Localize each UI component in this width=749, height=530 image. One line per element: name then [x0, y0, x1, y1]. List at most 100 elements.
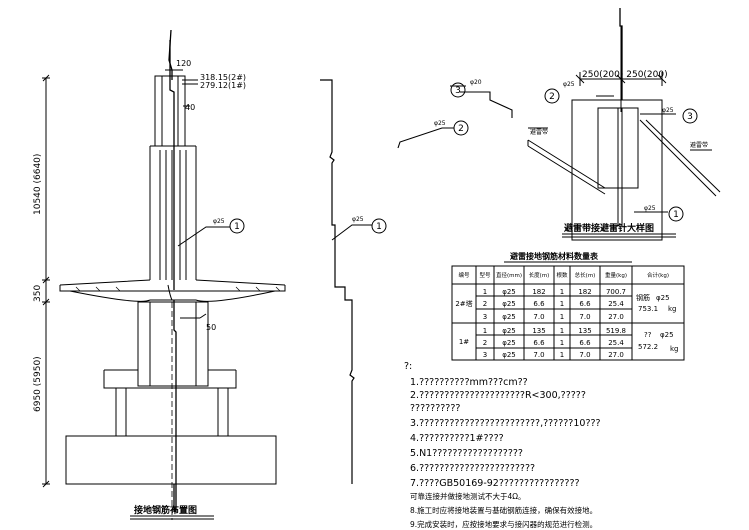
table-cell: φ25: [502, 313, 516, 321]
dim-350-label: 350: [33, 285, 43, 302]
table-cell: 7.0: [579, 313, 590, 321]
note-line: 1.??????????mm???cm??: [410, 377, 528, 388]
table-cell: 519.8: [606, 327, 626, 335]
detail-phi25-label-d: φ25: [644, 205, 656, 212]
tower-section-drawing: [42, 29, 286, 520]
notes-head: ?:: [404, 361, 412, 372]
table-cell: 1: [560, 351, 564, 359]
note-line: 6.???????????????????????: [410, 463, 535, 474]
left-view-title: 接地钢筋布置图: [134, 504, 197, 516]
table-cell: 1: [560, 300, 564, 308]
group-label-2: 2#塔: [455, 299, 472, 308]
note-line: 5.N1??????????????????: [410, 448, 523, 459]
table-cell: 2: [483, 300, 487, 308]
table-cell: 135: [578, 327, 591, 335]
table-header-dia: 直径(mm): [496, 271, 522, 279]
table-cell: φ25: [502, 351, 516, 359]
table-body: 2#塔 1 φ25 182 1 182 700.7 2 φ25 6.6 1 6.…: [455, 288, 678, 359]
dim-120-label: 120: [176, 59, 191, 68]
table-cell: φ25: [502, 300, 516, 308]
detail-phi25-label-b: φ25: [563, 81, 575, 88]
table-cell: 1: [560, 327, 564, 335]
callout-3a: 3: [455, 86, 461, 96]
detail-drawing: [397, 8, 721, 241]
table-cell: 3: [483, 313, 487, 321]
table-cell: 6.6: [533, 300, 545, 308]
callout-2a: 2: [458, 124, 464, 134]
table-cell: 25.4: [608, 300, 624, 308]
table-cell: 182: [532, 288, 545, 296]
dim-6950-label: 6950 (5950): [33, 356, 43, 412]
table-cell: 6.6: [579, 300, 591, 308]
callout-1-middle: 1: [376, 222, 382, 232]
table-cell: φ25: [502, 288, 516, 296]
note-line: ??????????: [410, 403, 460, 414]
table-cell: φ25: [502, 327, 516, 335]
material-table-grid: [451, 265, 685, 361]
table-header-total-len: 总长(m): [575, 271, 596, 279]
callout-1-detail: 1: [673, 210, 679, 220]
dim-10540-label: 10540 (6640): [33, 154, 43, 215]
table-cell: 135: [532, 327, 545, 335]
bar-size-label-left: φ25: [213, 218, 225, 225]
callout-3b: 3: [687, 112, 693, 122]
group-total-unit: kg: [668, 305, 677, 313]
table-cell: 1: [483, 288, 487, 296]
bar-size-label-middle: φ25: [352, 216, 364, 223]
detail-dim-top: 250(200) 250(200): [582, 70, 668, 80]
table-cell: 6.6: [579, 339, 591, 347]
note-line: 7.????GB50169-92????????????????: [410, 478, 580, 489]
group-total-bar: φ25: [660, 331, 674, 339]
table-cell: φ25: [502, 339, 516, 347]
dim-40-label: 40: [185, 103, 195, 112]
callout-2b: 2: [549, 92, 555, 102]
note-line: 8.施工时应将接地装置与基础钢筋连接，确保有效接地。: [410, 505, 597, 515]
detail-phi20-label: φ20: [470, 79, 482, 86]
detail-left-bar-label: 避雷带: [530, 128, 548, 136]
table-title: 避雷接地钢筋材料数量表: [510, 251, 599, 261]
group-total-value: 753.1: [638, 305, 658, 313]
bar-profile-drawing: [320, 79, 372, 484]
table-header-len: 长度(m): [529, 271, 550, 279]
callout-1-left: 1: [234, 222, 240, 232]
notes-block: ?: 1.??????????mm???cm?? 2.?????????????…: [404, 361, 601, 529]
table-cell: 7.0: [533, 351, 544, 359]
table-header-weight: 重量(kg): [605, 271, 627, 279]
table-cell: 6.6: [533, 339, 545, 347]
table-cell: 7.0: [533, 313, 544, 321]
table-header-no: 编号: [458, 271, 470, 279]
table-cell: 1: [483, 327, 487, 335]
table-cell: 27.0: [608, 313, 624, 321]
table-cell: 1: [560, 313, 564, 321]
table-header-sum: 合计(kg): [647, 271, 669, 279]
group-total-prefix: 钢筋: [636, 293, 650, 302]
note-line: 3.????????????????????????,??????10???: [410, 418, 601, 429]
table-headers: 编号 型号 直径(mm) 长度(m) 根数 总长(m) 重量(kg) 合计(kg…: [458, 271, 668, 279]
group-total-value: 572.2: [638, 343, 658, 351]
title-underlines: [130, 233, 676, 520]
table-header-type: 型号: [479, 271, 491, 279]
table-header-count: 根数: [556, 271, 568, 279]
dim-50-label: 50: [206, 323, 216, 332]
detail-phi25-label-a: φ25: [434, 120, 446, 127]
detail-phi25-label-c: φ25: [662, 107, 674, 114]
note-line: 9.完成安装时，应按接地要求与接闪器的规范进行检测。: [410, 519, 597, 529]
note-line: 2.?????????????????????R<300,?????: [410, 390, 586, 401]
detail-title: 避雷带接避雷针大样图: [564, 222, 654, 234]
table-cell: 7.0: [579, 351, 590, 359]
table-cell: 700.7: [606, 288, 626, 296]
detail-right-bar-label: 避雷带: [690, 141, 708, 149]
group-total-prefix: ??: [644, 331, 652, 339]
table-cell: 182: [578, 288, 591, 296]
table-cell: 3: [483, 351, 487, 359]
callout-circles: [229, 82, 698, 234]
group-label-1: 1#: [459, 338, 469, 346]
table-cell: 1: [560, 339, 564, 347]
group-total-bar: φ25: [656, 294, 670, 302]
group-total-unit: kg: [670, 345, 679, 353]
table-cell: 25.4: [608, 339, 624, 347]
table-cell: 2: [483, 339, 487, 347]
table-cell: 27.0: [608, 351, 624, 359]
note-line: 4.??????????1#????: [410, 433, 504, 444]
table-cell: 1: [560, 288, 564, 296]
